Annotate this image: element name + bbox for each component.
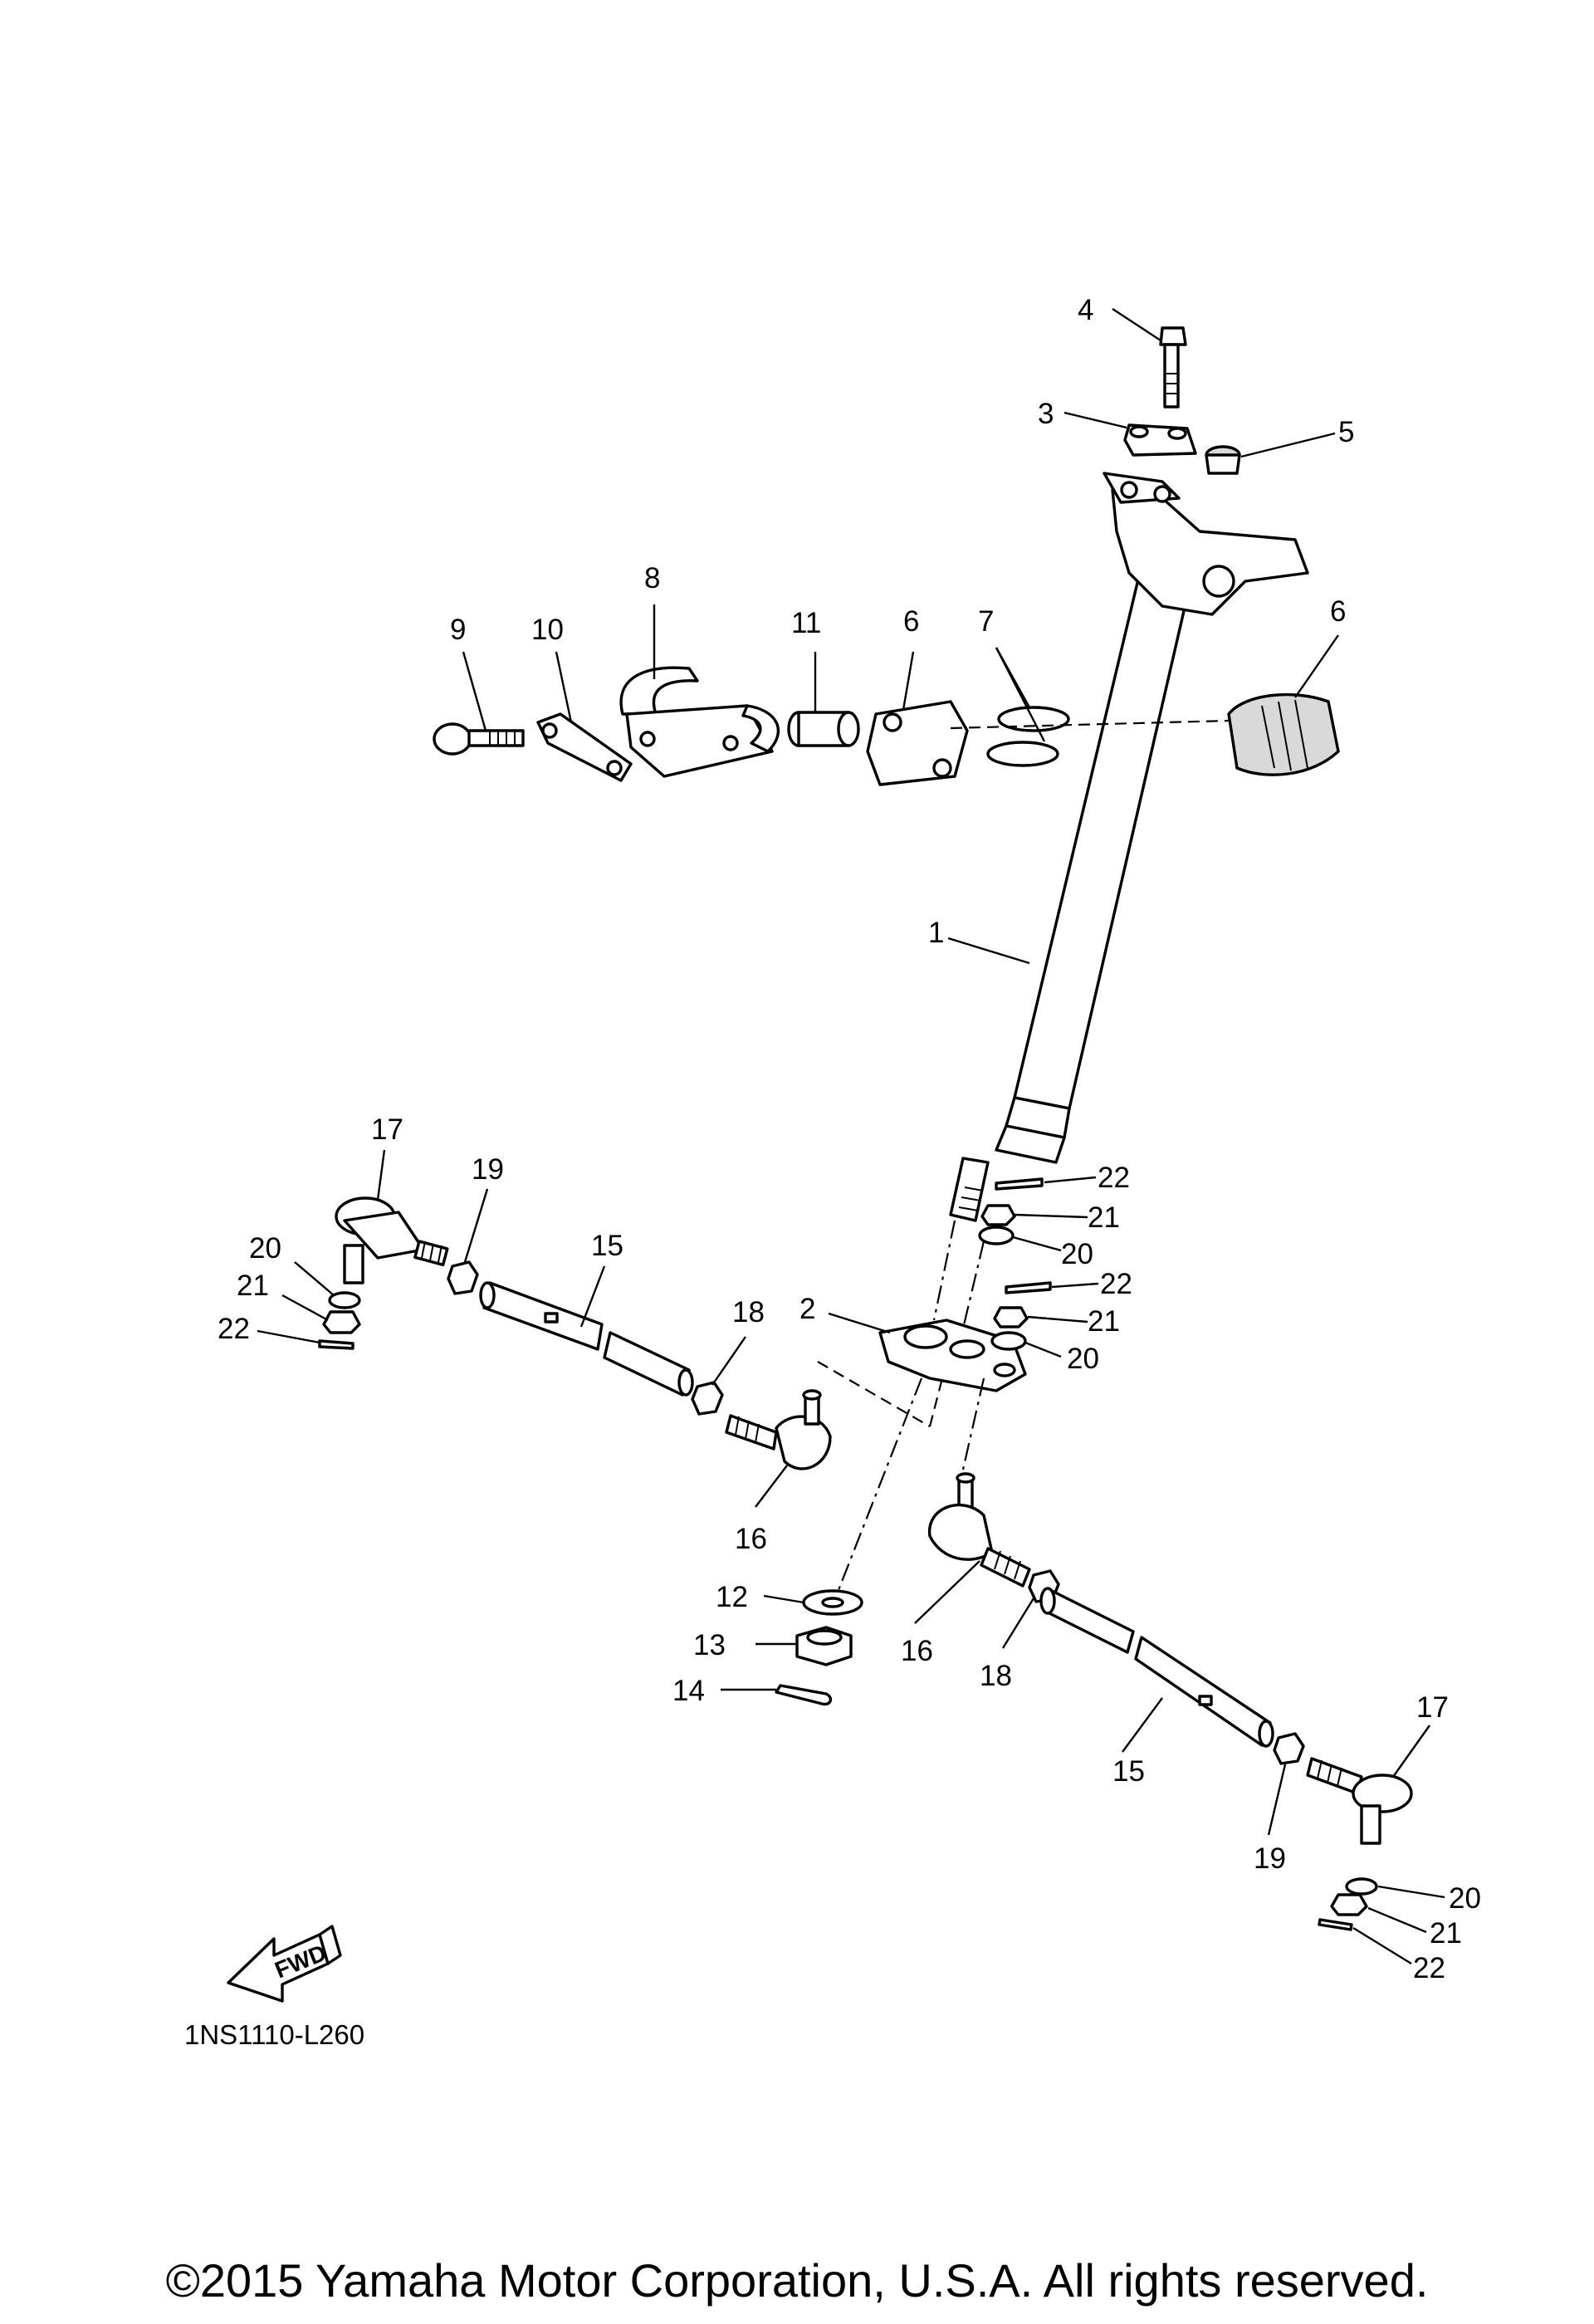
jam-nut-19-left (447, 1260, 479, 1295)
leader-lines (257, 307, 1445, 1965)
callout-20-left: 20 (249, 1232, 281, 1265)
bolt-9 (433, 722, 525, 756)
assembly-line-drop (928, 1377, 944, 1427)
upper-bracket (1103, 472, 1309, 616)
pitman-arm (878, 1319, 1027, 1392)
callouts: 1 2 3 4 5 6 6 7 8 9 10 11 12 13 14 15 15… (218, 294, 1481, 1984)
cotter-pin-22-right (1318, 1918, 1353, 1931)
washer-12 (802, 1589, 863, 1616)
callout-16-right: 16 (901, 1635, 933, 1667)
nut-21-left (322, 1310, 361, 1334)
assembly-line-right (961, 1377, 985, 1470)
callout-6-left: 6 (903, 605, 919, 638)
callout-19-left: 19 (472, 1153, 504, 1186)
assembly-line-lower (837, 1377, 923, 1591)
copyright-notice: ©2015 Yamaha Motor Corporation, U.S.A. A… (166, 2254, 1429, 2307)
callout-13: 13 (693, 1629, 726, 1661)
nut-21-upper (980, 1204, 1029, 1328)
tie-rod-15-left (479, 1281, 694, 1397)
callout-17-right: 17 (1416, 1691, 1449, 1724)
cotter-pin-22-left (318, 1339, 354, 1350)
callout-20-right: 20 (1449, 1882, 1481, 1915)
assembly-line-holders (950, 719, 1230, 730)
cotter-pin-22-upper (995, 1177, 1052, 1294)
nut-21-right (1330, 1893, 1368, 1916)
callout-3: 3 (1038, 398, 1054, 430)
callout-21-left: 21 (237, 1270, 269, 1302)
callout-12: 12 (716, 1581, 748, 1613)
nut-13 (795, 1626, 853, 1666)
cotter-pin-14 (775, 1684, 833, 1706)
callout-15-right: 15 (1112, 1755, 1145, 1788)
callout-4: 4 (1078, 294, 1093, 326)
callout-2: 2 (799, 1293, 815, 1325)
collar-11 (787, 711, 860, 747)
bracket-clamp (1123, 423, 1197, 457)
callout-18-left: 18 (732, 1296, 765, 1328)
diagram-code: 1NS1110-L260 (184, 2019, 364, 2050)
callout-9: 9 (450, 614, 466, 646)
tie-rod-end-17-right (1306, 1757, 1413, 1845)
tie-rod-end-17-left (335, 1196, 449, 1284)
callout-10: 10 (531, 614, 564, 646)
callout-11: 11 (791, 607, 821, 639)
callout-6-right: 6 (1330, 595, 1346, 628)
fwd-arrow-icon: FWD (227, 1925, 342, 2003)
callout-1: 1 (928, 917, 944, 949)
callout-21-pitman: 21 (1088, 1305, 1120, 1338)
callout-22-upper: 22 (1098, 1162, 1130, 1194)
callout-15-left: 15 (591, 1230, 623, 1262)
callout-7: 7 (978, 605, 994, 638)
tie-rod-15-right (1039, 1587, 1274, 1748)
callout-22-pitman: 22 (1100, 1268, 1132, 1300)
callout-5: 5 (1338, 416, 1354, 448)
clamp-bolt (1159, 326, 1187, 409)
callout-20-upper: 20 (1061, 1238, 1093, 1270)
tie-rod-end-16-right (928, 1472, 1031, 1588)
callout-21-right: 21 (1430, 1917, 1462, 1950)
bushing-7 (986, 706, 1070, 767)
steering-shaft (932, 546, 1197, 1321)
clip-8 (619, 666, 780, 778)
washer-20-right (1345, 1877, 1378, 1896)
callout-14: 14 (672, 1675, 705, 1707)
callout-8: 8 (644, 562, 660, 594)
callout-21-upper: 21 (1088, 1201, 1120, 1234)
jam-nut-19-right (1273, 1732, 1305, 1765)
clamp-bushing (1205, 445, 1241, 475)
callout-22-right: 22 (1413, 1952, 1445, 1984)
lock-plate-10 (536, 712, 633, 782)
callout-20-pitman: 20 (1067, 1343, 1099, 1375)
jam-nut-18-left (691, 1381, 724, 1416)
callout-17-left: 17 (371, 1113, 403, 1146)
callout-22-left: 22 (218, 1313, 250, 1345)
washer-20-upper (978, 1226, 1027, 1351)
assembly-line-joint (817, 1361, 931, 1427)
tie-rod-end-16-left (725, 1389, 832, 1470)
assembly-line-pitman (961, 1240, 985, 1329)
holder-6-right (1227, 692, 1340, 776)
washer-20-left (328, 1291, 361, 1309)
callout-19-right: 19 (1254, 1842, 1286, 1875)
callout-18-right: 18 (980, 1660, 1012, 1692)
holder-6-left (866, 700, 969, 786)
callout-16-left: 16 (735, 1523, 767, 1555)
